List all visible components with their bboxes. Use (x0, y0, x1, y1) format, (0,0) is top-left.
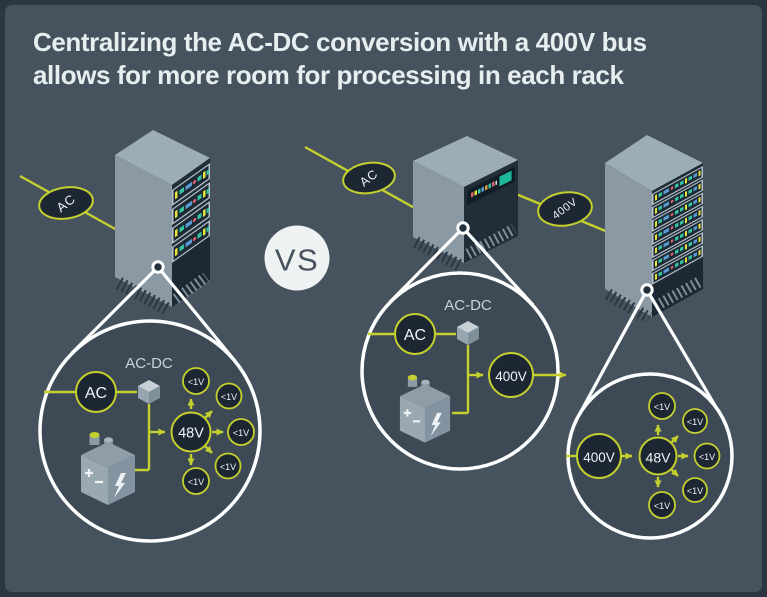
title-line-1: Centralizing the AC-DC conversion with a… (33, 27, 647, 57)
node-load: <1V (182, 467, 210, 495)
magnifier-detail-right: 400V 48V <1V <1V <1V <1V (566, 372, 734, 540)
status-panel (467, 166, 515, 206)
svg-text:<1V: <1V (699, 452, 715, 462)
node-load: <1V (227, 418, 255, 446)
rack-top-face (605, 135, 703, 191)
page-title: Centralizing the AC-DC conversion with a… (33, 26, 647, 92)
svg-text:400V: 400V (583, 450, 615, 465)
server-rack-left (115, 130, 210, 315)
vent-grille (413, 236, 464, 272)
svg-text:<1V: <1V (687, 417, 703, 427)
line-tag-ac-left: AC (38, 186, 94, 220)
magnifier-detail-left: AC-DC AC 48V <1V <1V <1V (38, 319, 262, 543)
svg-text:400V: 400V (495, 369, 527, 384)
rack-lower-panel (172, 236, 210, 307)
node-48v: 48V (638, 436, 678, 476)
rack-top-face (115, 130, 210, 185)
node-load: <1V (682, 408, 708, 434)
vs-label: VS (275, 243, 319, 278)
line-tag-400v: 400V (537, 191, 593, 227)
svg-text:AC: AC (85, 385, 107, 402)
converter-unit-cabinet (413, 136, 518, 272)
node-400v: 400V (488, 352, 534, 398)
anchor-dot-middle (456, 221, 470, 235)
server-rack-right (604, 135, 703, 324)
svg-text:48V: 48V (178, 426, 204, 442)
magnifier-cone-left (70, 265, 237, 363)
node-400v: 400V (576, 433, 622, 479)
node-load: <1V (215, 382, 243, 410)
cabinet-side-face (413, 161, 464, 263)
magnifier-anchors (151, 221, 654, 297)
magnifier-detail-middle: AC-DC AC 400V (360, 271, 567, 471)
node-load: <1V (182, 367, 210, 395)
svg-text:<1V: <1V (188, 377, 204, 387)
node-ac: AC (75, 371, 117, 413)
node-load: <1V (682, 477, 708, 503)
title-line-2: allows for more room for processing in e… (33, 60, 624, 90)
node-ac: AC (394, 313, 436, 355)
anchor-dot-right (640, 283, 654, 297)
vent-grille (465, 224, 517, 259)
converter-label: AC-DC (444, 297, 492, 314)
bus-lines (19, 145, 609, 234)
converter-label: AC-DC (125, 355, 173, 372)
anchor-dot-left (151, 260, 165, 274)
magnifier-cone-right (576, 289, 722, 418)
svg-text:<1V: <1V (188, 477, 204, 487)
magnifier-cones (70, 226, 722, 418)
svg-text:AC: AC (404, 327, 426, 344)
magnifier-cone-middle (388, 226, 535, 307)
svg-text:<1V: <1V (654, 501, 670, 511)
svg-text:48V: 48V (646, 450, 672, 466)
rack-side-face (605, 163, 652, 317)
node-load: <1V (648, 491, 676, 519)
vs-badge: VS (264, 225, 330, 291)
svg-text:<1V: <1V (221, 392, 237, 402)
svg-text:<1V: <1V (687, 486, 703, 496)
teal-screen (498, 169, 513, 188)
vent-grille (115, 277, 171, 315)
svg-text:<1V: <1V (654, 402, 670, 412)
node-48v: 48V (170, 411, 212, 453)
svg-text:<1V: <1V (233, 428, 249, 438)
cabinet-top-face (413, 136, 518, 187)
node-load: <1V (214, 452, 242, 480)
node-load: <1V (693, 442, 721, 470)
svg-text:<1V: <1V (220, 462, 236, 472)
line-tag-ac-middle: AC (342, 161, 396, 195)
node-load: <1V (648, 392, 676, 420)
